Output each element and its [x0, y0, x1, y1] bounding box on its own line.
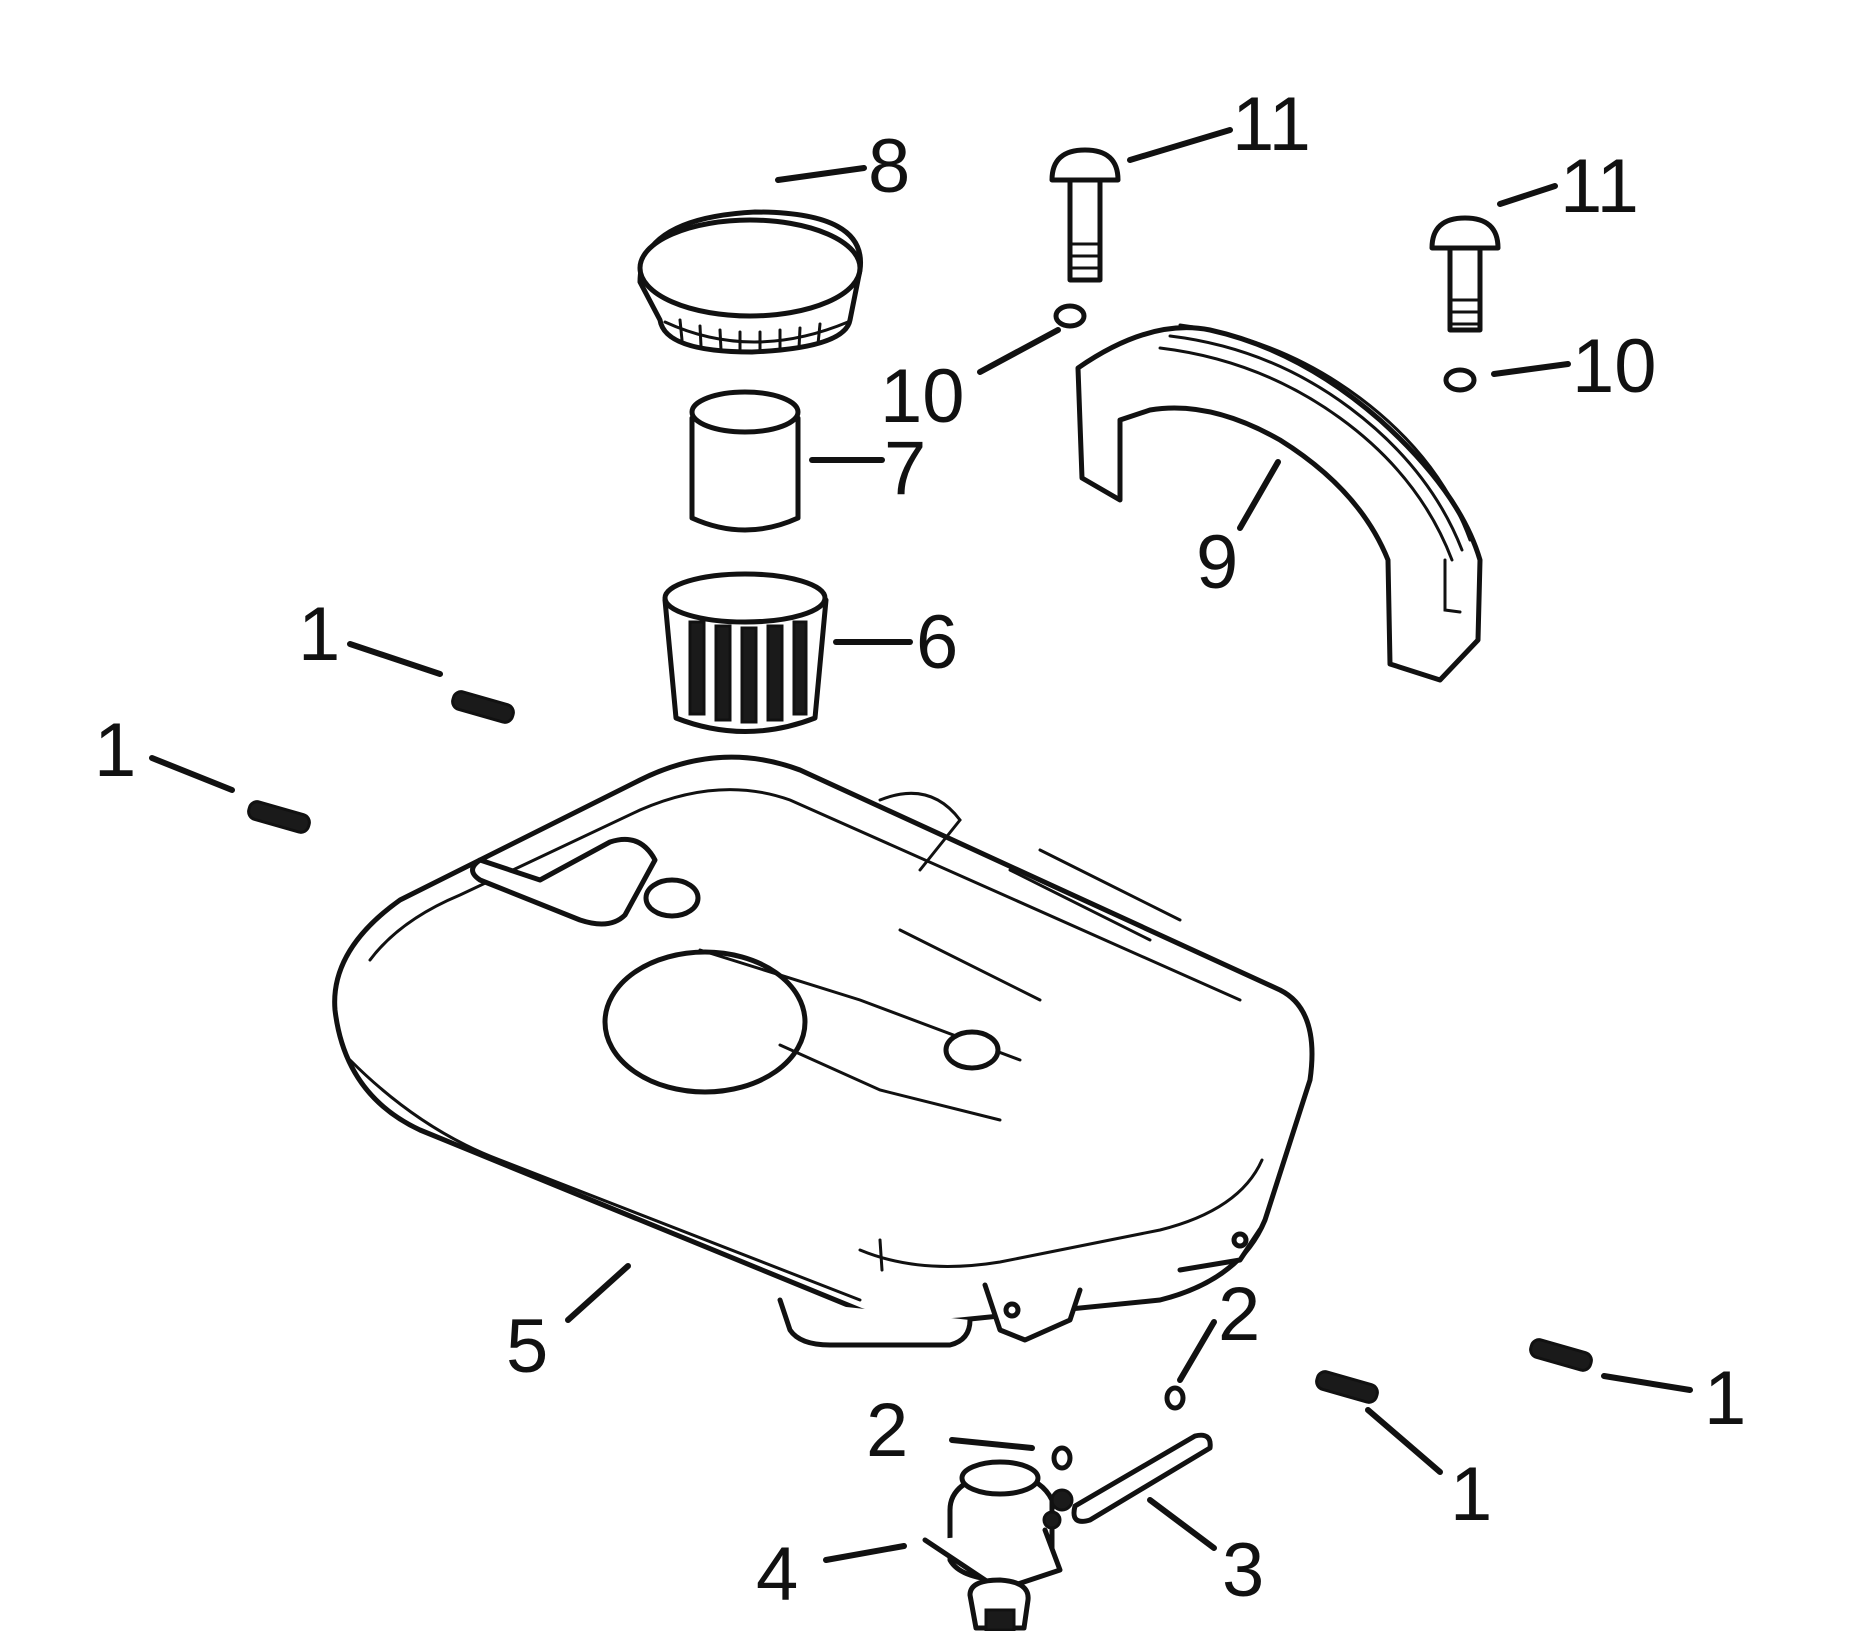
leader-1d: [1365, 1407, 1443, 1475]
fuel-cap-part: [637, 209, 864, 355]
fuel-tank-part: [332, 754, 1315, 1348]
callout-4: 4: [756, 1532, 798, 1617]
leader-2a: [1177, 1319, 1217, 1383]
callout-7: 7: [884, 426, 926, 511]
callout-1-right-inner: 1: [1450, 1452, 1492, 1537]
bolt-part-left: [1049, 147, 1121, 283]
leader-lines: [149, 127, 1693, 1563]
callout-labels: 8 11 11 10 10 7 9 6 1 1 5 2 2 1 1 3 4: [94, 82, 1746, 1617]
callout-5: 5: [506, 1304, 548, 1389]
leader-4: [823, 1543, 907, 1563]
screw-part-right-inner: [1315, 1370, 1379, 1404]
leader-3: [1147, 1497, 1217, 1551]
callout-2-upper: 2: [1218, 1272, 1260, 1357]
callout-2-lower: 2: [866, 1388, 908, 1473]
callout-8: 8: [868, 124, 910, 209]
fuel-line-part: [1071, 1432, 1213, 1524]
screw-part-lower-left: [247, 800, 311, 834]
bolt-part-right: [1429, 215, 1501, 333]
washer-part-left: [1053, 303, 1087, 329]
callout-11-right: 11: [1560, 144, 1639, 229]
leader-2b: [949, 1437, 1035, 1451]
small-washer-part-lower: [1051, 1445, 1073, 1471]
callout-3: 3: [1222, 1528, 1264, 1613]
leader-10b: [1491, 361, 1571, 377]
leader-9: [1237, 459, 1281, 531]
small-washer-part-upper: [1164, 1385, 1186, 1411]
callout-1-lower-left: 1: [94, 708, 136, 793]
fuel-valve-part: [922, 1459, 1074, 1631]
leader-8: [775, 165, 867, 183]
callout-6: 6: [916, 600, 958, 685]
leader-1b: [149, 755, 235, 793]
washer-part-right: [1443, 367, 1477, 393]
callout-9: 9: [1196, 520, 1238, 605]
callout-10-right: 10: [1572, 324, 1657, 409]
leader-11a: [1127, 127, 1233, 163]
screw-part-right-outer: [1529, 1338, 1593, 1372]
leader-11b: [1497, 183, 1558, 207]
leader-1a: [347, 641, 443, 677]
screw-part-upper-left: [451, 690, 515, 724]
leader-5: [565, 1263, 631, 1323]
leader-10a: [977, 327, 1061, 375]
handle-part: [1075, 323, 1483, 683]
callout-11-left: 11: [1232, 82, 1311, 167]
leader-1c: [1601, 1373, 1693, 1393]
callout-1-upper-left: 1: [298, 592, 340, 677]
filter-sleeve-part: [689, 389, 801, 533]
callout-10-left: 10: [880, 354, 965, 439]
strainer-basket-part: [662, 571, 829, 734]
callout-1-right-outer: 1: [1704, 1356, 1746, 1441]
